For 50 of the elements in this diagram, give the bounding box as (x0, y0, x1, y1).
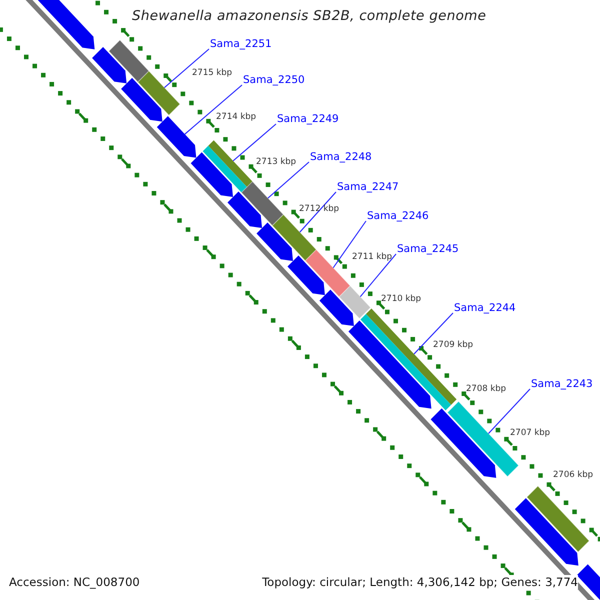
position-label: 2711 kbp (352, 252, 392, 263)
leader-line (164, 48, 210, 88)
leader-line (360, 254, 396, 298)
gene-bar (526, 486, 590, 552)
strand-gene-block (514, 498, 578, 566)
position-label: 2715 kbp (192, 68, 232, 79)
leader-line (488, 388, 530, 434)
gene-label: Sama_2247 (337, 181, 399, 194)
gene-label: Sama_2245 (397, 243, 459, 256)
title: Shewanella amazonensis SB2B, complete genome (130, 8, 488, 24)
gene-label: Sama_2251 (210, 38, 272, 51)
accession-text: Accession: NC_008700 (9, 575, 140, 589)
strand-gene-block (576, 564, 600, 600)
strand-gene-block (121, 78, 162, 122)
gene-bar (272, 214, 317, 262)
gene-label: Sama_2249 (277, 113, 339, 126)
position-label: 2709 kbp (433, 340, 474, 351)
position-label: 2706 kbp (553, 470, 594, 481)
gene-bar (240, 180, 284, 226)
leader-line (232, 124, 276, 162)
gene-bar (137, 70, 180, 116)
position-label: 2707 kbp (510, 428, 550, 439)
strand-gene-block (288, 256, 325, 296)
position-label: 2712 kbp (299, 204, 340, 215)
gene-bar (202, 140, 252, 193)
position-label: 2714 kbp (216, 112, 256, 123)
leader-line (299, 192, 336, 233)
strand-gene-block (92, 46, 127, 84)
gene-label: Sama_2243 (531, 378, 593, 391)
strand-gene-block (228, 192, 262, 228)
gene-bar (108, 40, 150, 83)
position-label: 2713 kbp (256, 157, 296, 168)
position-label: 2710 kbp (381, 294, 422, 305)
gene-label: Sama_2248 (310, 151, 372, 164)
gene-bar (304, 249, 351, 298)
gene-bar (338, 285, 372, 320)
strand-gene-block (319, 290, 354, 326)
strand-gene-block (256, 222, 293, 261)
strand-gene-block (348, 320, 432, 409)
strand-gene-block (430, 408, 496, 478)
leader-line (332, 220, 366, 268)
genome-summary-text: Topology: circular; Length: 4,306,142 bp; Genes: 3,774 (262, 575, 578, 589)
gene-label: Sama_2250 (243, 74, 305, 87)
strand-gene-block (156, 116, 196, 158)
leader-line (414, 312, 454, 354)
strand-gene-block (190, 152, 233, 197)
leader-line (184, 84, 242, 135)
gene-label: Sama_2246 (367, 210, 429, 223)
gene-label: Sama_2244 (454, 302, 516, 315)
position-label: 2708 kbp (466, 384, 506, 395)
